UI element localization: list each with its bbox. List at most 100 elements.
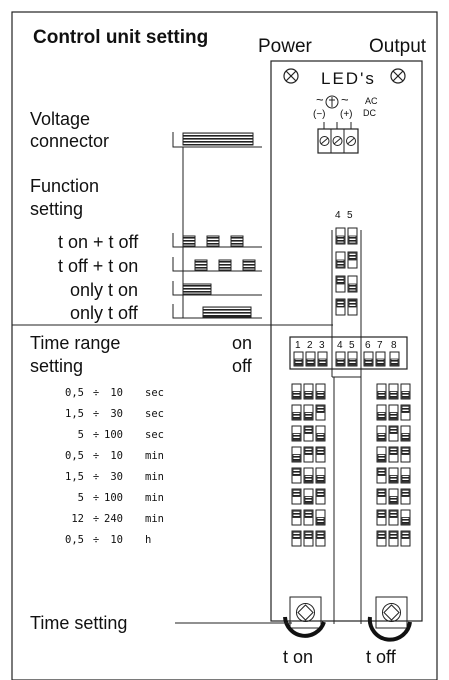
dip-switch [303,509,314,526]
voltage-label-2: connector [30,131,109,151]
ac-tilde-left: ~ [316,92,324,107]
function-dip-number: 5 [347,210,353,221]
function-mode-label: only t off [70,303,139,323]
time-range-label-1: Time range [30,333,120,353]
function-waveform [172,257,262,272]
dip-switch [347,275,358,293]
dip-switch [303,446,314,463]
dip-number: 2 [307,340,313,351]
function-pulse [242,259,256,271]
dip-switch [335,251,346,269]
dip-switch [335,275,346,293]
outer-border [11,11,438,680]
dip-switch [400,446,411,463]
dip-switch [375,351,386,367]
range-unit: min [145,450,164,462]
range-sep: ÷ [93,387,99,399]
dip-switch [400,509,411,526]
dip-switch [388,488,399,505]
range-to: 100 [104,429,123,441]
dip-number: 6 [365,340,371,351]
function-dip-switches [335,227,358,316]
dip-switch [400,467,411,484]
dip-switch [303,530,314,547]
range-to: 240 [104,513,123,525]
dip-switch [303,404,314,421]
dip-switch [388,383,399,400]
dip-switch [305,351,316,367]
dip-switch [315,425,326,442]
dip-number: 3 [319,340,325,351]
dip-switch [400,404,411,421]
dip-number: 1 [295,340,301,351]
dip-switch [315,446,326,463]
function-pulse [206,235,220,247]
on-label: on [232,333,252,353]
dip-switch [303,425,314,442]
dc-label: DC [363,108,376,118]
dip-switch [291,530,302,547]
function-mode-label: t on + t off [58,232,139,252]
dip-switch [335,298,346,316]
dip-switch [303,488,314,505]
dip-main-switches [293,351,400,367]
dip-switch [315,383,326,400]
time-range-dips [291,383,411,547]
t-off-label: t off [366,647,397,667]
function-dip-number: 4 [335,210,341,221]
dip-switch [347,298,358,316]
range-from: 0,5 [65,450,84,462]
ground-symbol-icon [325,95,339,109]
plus-label: (+) [340,109,353,120]
range-from: 1,5 [65,471,84,483]
function-pulse [202,306,252,318]
dip-switch [388,509,399,526]
leds-label: LED's [321,69,376,88]
dip-number: 4 [337,340,343,351]
dip-switch [389,351,400,367]
dip-switch [315,509,326,526]
dip-switch [347,251,358,269]
range-sep: ÷ [93,471,99,483]
function-waveform [172,233,262,248]
t-on-potentiometer-icon [283,596,326,638]
dip-switch [376,530,387,547]
range-sep: ÷ [93,492,99,504]
range-from: 5 [78,492,84,504]
dip-switch [400,488,411,505]
ac-label: AC [365,96,378,106]
time-setting-label: Time setting [30,613,127,633]
dip-switch [291,509,302,526]
power-led-icon [283,68,299,84]
dip-switch [303,467,314,484]
function-pulse [218,259,232,271]
range-sep: ÷ [93,429,99,441]
dip-switch [317,351,328,367]
dip-switch [400,530,411,547]
dip-switch [376,509,387,526]
range-unit: sec [145,429,164,441]
dip-switch [291,467,302,484]
range-from: 0,5 [65,534,84,546]
dip-switch [400,425,411,442]
dip-switch [335,351,346,367]
function-pulse [194,259,208,271]
function-mode-label: only t on [70,280,138,300]
range-unit: sec [145,408,164,420]
off-label: off [232,356,253,376]
dip-switch [363,351,374,367]
function-pulse [182,283,212,295]
power-label: Power [258,36,313,57]
dip-switch [347,227,358,245]
dip-switch [293,351,304,367]
